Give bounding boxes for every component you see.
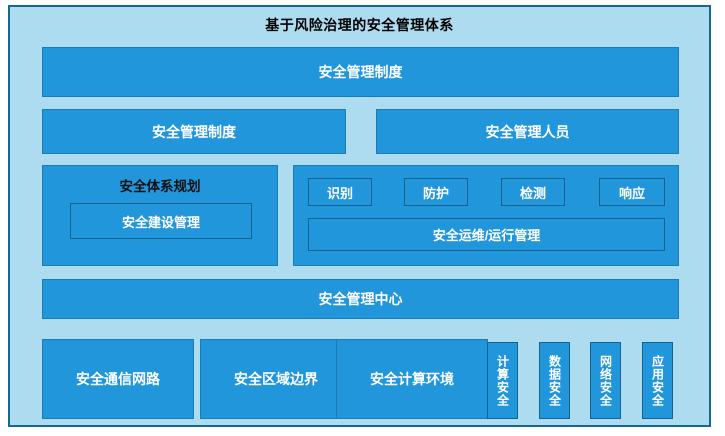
box-computing-security[interactable]: 计算安全 [487,342,518,419]
page-title: 基于风险治理的安全管理体系 [265,17,454,33]
box-application-security[interactable]: 应用安全 [642,342,673,419]
box-secure-communication-network[interactable]: 安全通信网路 [42,339,194,419]
box-data-security[interactable]: 数据安全 [539,342,570,419]
diagram-frame: 基于风险治理的安全管理体系 安全管理制度 安全管理制度 安全管理人员 安全体系规… [8,5,711,427]
band-security-operations-management[interactable]: 安全运维/运行管理 [308,218,665,251]
panel-security-system-planning[interactable]: 安全体系规划 安全建设管理 [42,165,278,266]
chip-protect[interactable]: 防护 [404,178,468,206]
box-security-management-personnel[interactable]: 安全管理人员 [376,109,679,154]
box-secure-area-boundary[interactable]: 安全区域边界 [200,339,352,419]
chip-respond[interactable]: 响应 [599,178,665,206]
box-security-construction-management[interactable]: 安全建设管理 [70,203,252,239]
band-security-management-center[interactable]: 安全管理中心 [42,279,679,319]
box-network-security[interactable]: 网络安全 [590,342,621,419]
panel-security-operations[interactable]: 识别 防护 检测 响应 安全运维/运行管理 [293,165,679,266]
box-security-management-system[interactable]: 安全管理制度 [42,109,346,154]
chip-identify[interactable]: 识别 [308,178,372,206]
band-security-management-policy[interactable]: 安全管理制度 [42,47,679,97]
box-secure-computing-environment[interactable]: 安全计算环境 [336,339,488,419]
panel-planning-title: 安全体系规划 [119,179,201,194]
chip-detect[interactable]: 检测 [501,178,565,206]
